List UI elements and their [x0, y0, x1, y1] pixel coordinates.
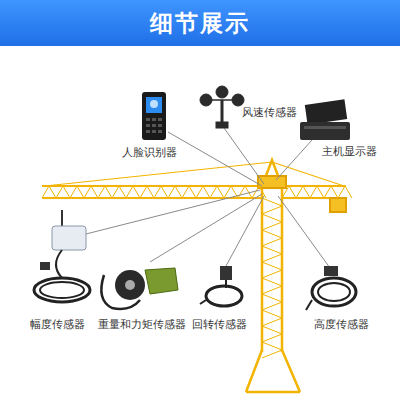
- device-label: 风速传感器: [242, 106, 297, 120]
- device-label: 主机显示器: [322, 145, 377, 159]
- device-label: 重量和力矩传感器: [98, 318, 186, 332]
- device-label: 幅度传感器: [30, 318, 85, 332]
- device-label: 人脸识别器: [122, 146, 177, 160]
- page-title: 细节展示: [150, 8, 250, 38]
- device-label: 高度传感器: [314, 318, 369, 332]
- device-label: 回转传感器: [192, 318, 247, 332]
- lattice: [42, 186, 352, 358]
